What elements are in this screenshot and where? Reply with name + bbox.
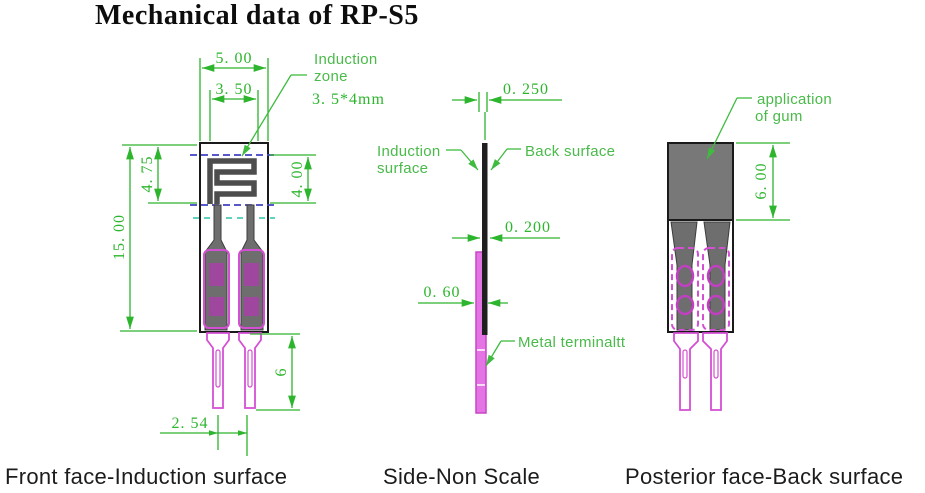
posterior-right-pin	[702, 332, 728, 411]
dim-body-height: 15. 00	[111, 214, 128, 260]
dim-gum-height: 6. 00	[753, 163, 770, 200]
gum-label-line1: application	[757, 91, 832, 108]
dim-outer-width: 5. 00	[216, 50, 253, 67]
front-right-pad-lower	[244, 297, 259, 316]
gum-application-area	[667, 142, 734, 221]
front-right-pin-slot	[247, 349, 253, 388]
posterior-right-pad-outline	[702, 247, 730, 331]
dim-zone-width: 3. 50	[216, 81, 253, 98]
dim-film-thickness: 0. 200	[505, 219, 551, 236]
drawing-canvas: 5. 00 3. 50 4. 75 15. 00 4. 00 6	[111, 50, 832, 456]
posterior-left-pad-hole-upper	[675, 264, 695, 288]
dim-zone-height-left: 4. 75	[139, 156, 156, 193]
posterior-right-pad-hole-lower	[706, 294, 726, 316]
side-sensor-film	[482, 143, 488, 335]
dim-pin-length: 6	[273, 368, 290, 377]
posterior-right-pin-slot	[713, 349, 719, 379]
induction-surface-leader	[460, 149, 479, 171]
side-view-caption: Side-Non Scale	[383, 464, 541, 489]
front-left-pad-outline	[203, 249, 230, 329]
posterior-view-caption: Posterior face-Back surface	[625, 464, 904, 489]
front-left-pin-slot	[215, 349, 221, 388]
front-right-pad-outline	[238, 249, 265, 329]
gum-leader	[706, 97, 738, 160]
dim-pin-pitch: 2. 54	[172, 415, 209, 432]
metal-terminal-label: Metal terminaltt	[518, 334, 626, 351]
front-left-pin	[206, 332, 230, 409]
posterior-left-pad-outline	[671, 247, 699, 331]
induction-zone-label-line1: Induction	[314, 51, 378, 68]
gum-label-line2: of gum	[755, 108, 803, 125]
front-right-pad-upper	[244, 263, 259, 286]
posterior-left-pad-hole-lower	[675, 294, 695, 316]
page-title: Mechanical data of RP-S5	[95, 0, 419, 31]
side-view-drawing: 0. 250 0. 200 0. 60 Induction surface Ba…	[377, 81, 626, 414]
front-left-pad-upper	[209, 263, 224, 286]
posterior-left-pin	[673, 332, 699, 411]
induction-surface-label-line1: Induction	[377, 143, 441, 160]
front-view-caption: Front face-Induction surface	[5, 464, 288, 489]
induction-zone-leader	[241, 74, 292, 157]
dim-arrowhead	[209, 430, 218, 436]
dim-arrowhead	[238, 430, 247, 436]
dim-zone-height-right: 4. 00	[289, 161, 306, 198]
back-surface-leader	[490, 148, 508, 171]
induction-zone-label-line2: zone	[314, 68, 348, 85]
front-right-pin	[238, 332, 262, 409]
metal-terminal-leader	[485, 340, 502, 367]
induction-zone-meander	[207, 158, 257, 204]
posterior-right-pad-hole-upper	[706, 264, 726, 288]
induction-surface-label-line2: surface	[377, 160, 428, 177]
front-view-drawing: 5. 00 3. 50 4. 75 15. 00 4. 00 6	[111, 50, 385, 456]
dim-terminal-thickness: 0. 60	[424, 284, 461, 301]
zone-size-label: 3. 5*4mm	[312, 91, 385, 108]
dim-top-thickness: 0. 250	[503, 81, 549, 98]
back-surface-label: Back surface	[525, 143, 615, 160]
posterior-left-pin-slot	[682, 349, 688, 379]
front-left-pad-lower	[209, 297, 224, 316]
posterior-view-drawing: 6. 00 application of gum	[667, 91, 832, 411]
